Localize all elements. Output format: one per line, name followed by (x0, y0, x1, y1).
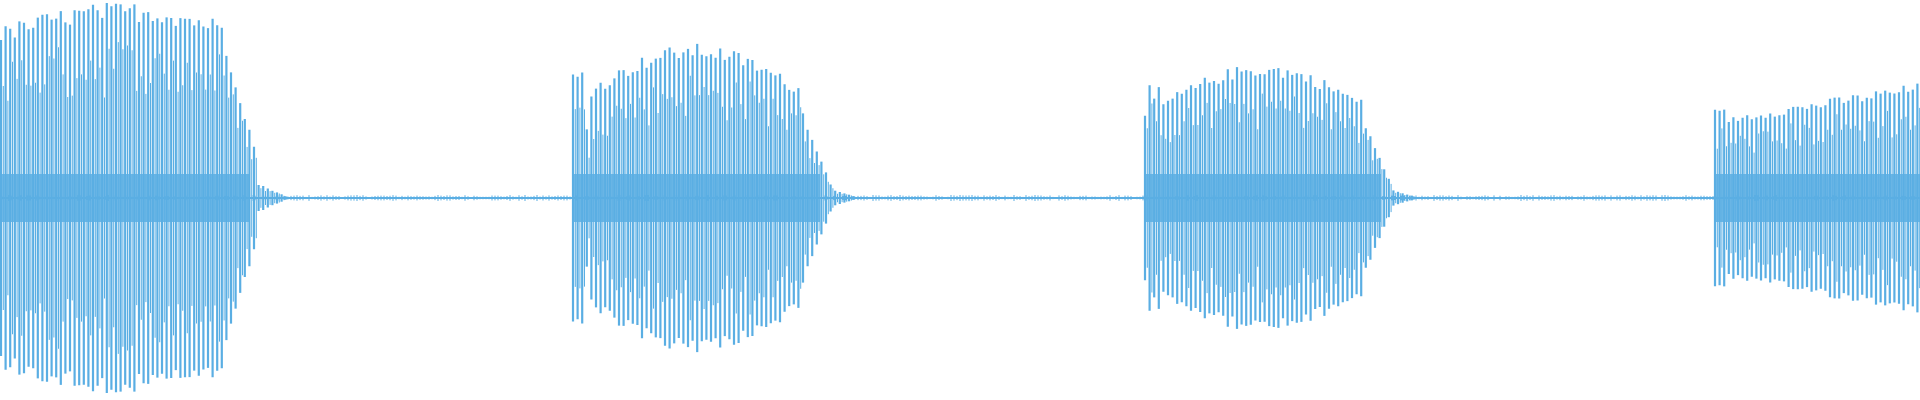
waveform-bursts (0, 3, 1920, 393)
